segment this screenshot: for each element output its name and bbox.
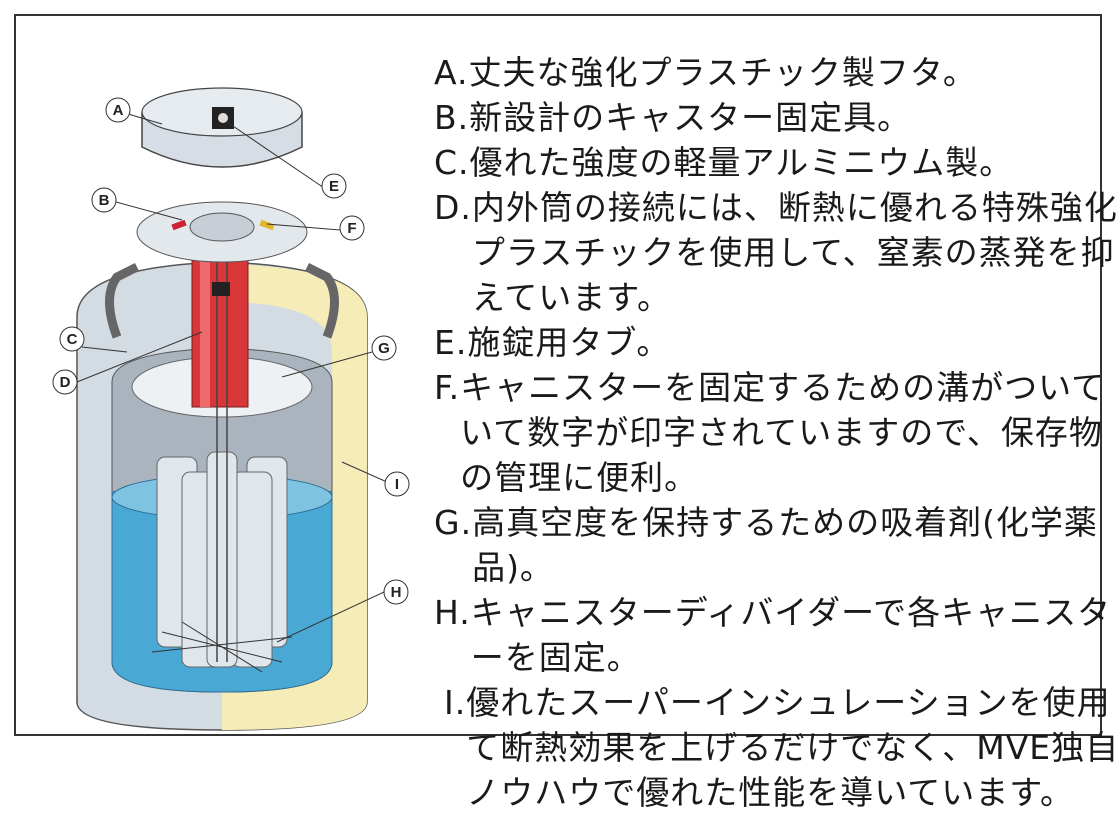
lid-lock-hole [218,113,228,123]
legend-item: F.キャニスターを固定するための溝がついていて数字が印字されていますので、保存物… [434,365,1104,500]
legend-item: H.キャニスターディバイダーで各キャニスターを固定。 [434,590,1110,680]
callout-E: E [321,173,347,199]
legend-text: 施錠用タブ。 [467,320,670,365]
canister-group [156,451,288,668]
legend-key: D. [434,188,472,227]
legend-text: キャニスターディバイダーで各キャニスターを固定。 [471,590,1111,680]
legend-line: の管理に便利。 [460,458,699,497]
legend-line: 施錠用タブ。 [467,323,671,362]
legend-text: 丈夫な強化プラスチック製フタ。 [468,50,976,95]
canister-caster-yellow [259,219,275,231]
legend-item: E.施錠用タブ。 [434,320,1104,365]
legend-key: B. [434,98,470,137]
canister-divider [151,621,293,673]
legend-line: 丈夫な強化プラスチック製フタ。 [468,53,977,92]
callout-G: G [371,335,397,361]
legend-text: 優れたスーパーインシュレーションを使用して断熱効果を上げるだけでなく、MVE独自… [466,680,1118,815]
svg-text:B: B [99,192,110,209]
callout-lines [76,113,388,643]
callout-C: C [59,326,85,352]
legend-key: G. [434,503,473,542]
legend-item: C.優れた強度の軽量アルミニウム製。 [434,140,1104,185]
figure-frame: A B C D E F G H I A.丈夫な強化プラスチック製フタ。B.新設計… [14,14,1118,812]
legend-item: G.高真空度を保持するための吸着剤(化学薬品)。 [434,500,1104,590]
legend-line: えています。 [471,278,671,317]
legend-item: A.丈夫な強化プラスチック製フタ。 [434,50,1104,95]
legend-text: キャニスターを固定するための溝がついていて数字が印字されていますので、保存物の管… [460,365,1105,500]
callout-A: A [105,97,131,123]
legend-line: ーを固定。 [470,638,641,677]
callout-D: D [52,369,78,395]
neck-collar-inner [189,212,255,242]
legend-line: 優れたスーパーインシュレーションを使用し [466,683,1118,722]
legend-text: 新設計のキャスター固定具。 [469,95,911,140]
legend-item: I.優れたスーパーインシュレーションを使用して断熱効果を上げるだけでなく、MVE… [434,680,1118,815]
legend-text: 優れた強度の軽量アルミニウム製。 [470,140,1014,185]
callout-markers: A B C D E F G H I [52,97,410,605]
lock-tab-window [212,282,230,296]
legend-key: E. [434,323,468,362]
legend-line: キャニスターディバイダーで各キャニスタ [470,593,1112,632]
callout-B: B [91,187,117,213]
svg-text:I: I [395,476,399,493]
legend-text: 内外筒の接続には、断熱に優れる特殊強化プラスチックを使用して、窒素の蒸発を抑えて… [472,185,1118,320]
legend-line: キャニスターを固定するための溝がついて [460,368,1106,407]
neck-tube-highlight [200,232,210,407]
legend-item: B.新設計のキャスター固定具。 [434,95,1104,140]
legend-line: 新設計のキャスター固定具。 [469,98,912,137]
legend-line: 優れた強度の軽量アルミニウム製。 [469,143,1014,182]
legend-line: プラスチックを使用して、窒素の蒸発を抑 [471,233,1115,272]
legend-line: 内外筒の接続には、断熱に優れる特殊強化 [471,188,1118,227]
callout-I: I [384,471,410,497]
legend-key: H. [434,593,471,632]
svg-text:C: C [67,331,78,348]
callout-H: H [383,579,409,605]
callout-F: F [339,215,365,241]
canister-caster-red [171,219,187,231]
handle-right [304,262,339,339]
legend-line: ノウハウで優れた性能を導いています。 [466,773,1074,812]
legend-key: F. [434,368,461,407]
svg-text:D: D [60,374,71,391]
dewar-diagram: A B C D E F G H I [52,87,410,731]
legend-list: A.丈夫な強化プラスチック製フタ。B.新設計のキャスター固定具。C.優れた強度の… [434,50,1118,815]
handle-left [105,262,140,339]
svg-text:A: A [113,102,124,119]
svg-text:G: G [378,340,390,357]
svg-text:F: F [347,220,356,237]
insulation-layer [222,264,367,730]
legend-line: 高真空度を保持するための吸着剤(化学薬 [472,503,1098,542]
legend-text: 高真空度を保持するための吸着剤(化学薬品)。 [472,500,1098,590]
legend-key: A. [434,53,469,92]
legend-item: D.内外筒の接続には、断熱に優れる特殊強化プラスチックを使用して、窒素の蒸発を抑… [434,185,1117,320]
legend-line: 品)。 [472,548,554,587]
legend-line: いて数字が印字されていますので、保存物 [460,413,1103,452]
legend-line: て断熱効果を上げるだけでなく、MVE独自の [466,728,1118,767]
legend-key: I. [444,683,467,722]
svg-text:H: H [391,584,402,601]
svg-text:E: E [329,178,339,195]
legend-key: C. [434,143,470,182]
